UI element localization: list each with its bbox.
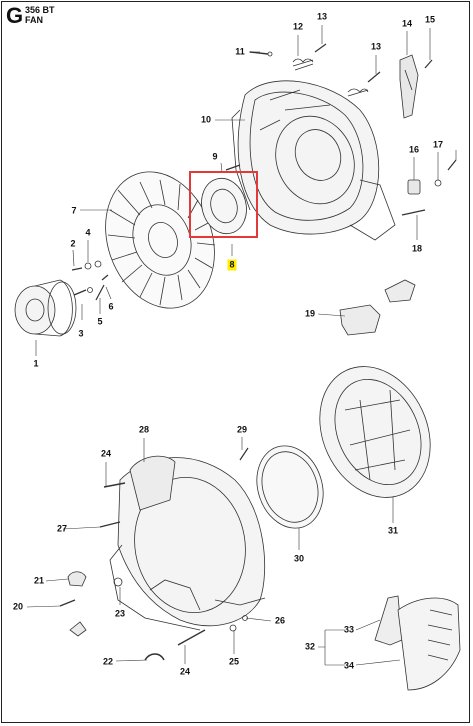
part-label-17[interactable]: 17 xyxy=(432,139,444,150)
lower-small-parts xyxy=(59,447,249,661)
part-label-13b[interactable]: 13 xyxy=(370,41,382,52)
part-label-33[interactable]: 33 xyxy=(343,624,355,635)
fan-housing xyxy=(231,80,396,241)
seal-ring xyxy=(256,445,324,529)
fan-wheel xyxy=(105,171,216,309)
starter-pulley xyxy=(14,279,77,337)
part-label-18[interactable]: 18 xyxy=(411,243,423,254)
part-label-4[interactable]: 4 xyxy=(85,227,91,238)
section-letter: G xyxy=(6,3,24,28)
handle-parts xyxy=(374,595,461,691)
part-label-31[interactable]: 31 xyxy=(387,525,399,536)
leader-lines xyxy=(26,25,457,666)
guard-part xyxy=(339,279,416,336)
part-label-19[interactable]: 19 xyxy=(304,308,316,319)
part-label-3[interactable]: 3 xyxy=(78,328,84,339)
part-label-13a[interactable]: 13 xyxy=(316,11,328,22)
part-label-7[interactable]: 7 xyxy=(71,205,77,216)
part-label-11[interactable]: 11 xyxy=(235,46,245,57)
part-label-20[interactable]: 20 xyxy=(12,601,24,612)
part-label-34[interactable]: 34 xyxy=(343,660,355,671)
part-label-24b[interactable]: 24 xyxy=(179,666,191,677)
part-label-22[interactable]: 22 xyxy=(102,656,114,667)
section-name: FAN xyxy=(25,15,43,25)
right-small-parts xyxy=(401,159,457,216)
part-label-12[interactable]: 12 xyxy=(292,21,304,32)
model-name: 356 BT xyxy=(25,5,55,15)
part-label-28[interactable]: 28 xyxy=(138,424,150,435)
part-label-25[interactable]: 25 xyxy=(228,656,240,667)
selected-part-box xyxy=(189,171,258,238)
part-label-27[interactable]: 27 xyxy=(56,523,68,534)
part-label-1[interactable]: 1 xyxy=(33,358,39,369)
part-label-16[interactable]: 16 xyxy=(408,144,420,155)
lower-housing xyxy=(109,455,266,631)
part-label-23[interactable]: 23 xyxy=(114,608,126,619)
part-label-30[interactable]: 30 xyxy=(293,553,305,564)
part-label-14[interactable]: 14 xyxy=(401,18,413,29)
part-label-2[interactable]: 2 xyxy=(70,238,76,249)
part-label-8[interactable]: 8 xyxy=(227,259,237,271)
part-label-32[interactable]: 32 xyxy=(304,641,316,652)
part-label-26[interactable]: 26 xyxy=(274,615,286,626)
top-small-parts xyxy=(249,43,433,119)
part-label-24a[interactable]: 24 xyxy=(100,448,112,459)
disc-part xyxy=(201,164,247,235)
part-label-10[interactable]: 10 xyxy=(200,114,212,125)
screw-parts xyxy=(71,260,109,301)
part-label-29[interactable]: 29 xyxy=(236,424,248,435)
cover-plate xyxy=(319,366,431,498)
part-label-6[interactable]: 6 xyxy=(108,301,114,312)
part-label-5[interactable]: 5 xyxy=(97,316,103,327)
part-label-15[interactable]: 15 xyxy=(424,14,436,25)
part-label-9[interactable]: 9 xyxy=(212,151,218,162)
part-label-21[interactable]: 21 xyxy=(33,575,45,586)
